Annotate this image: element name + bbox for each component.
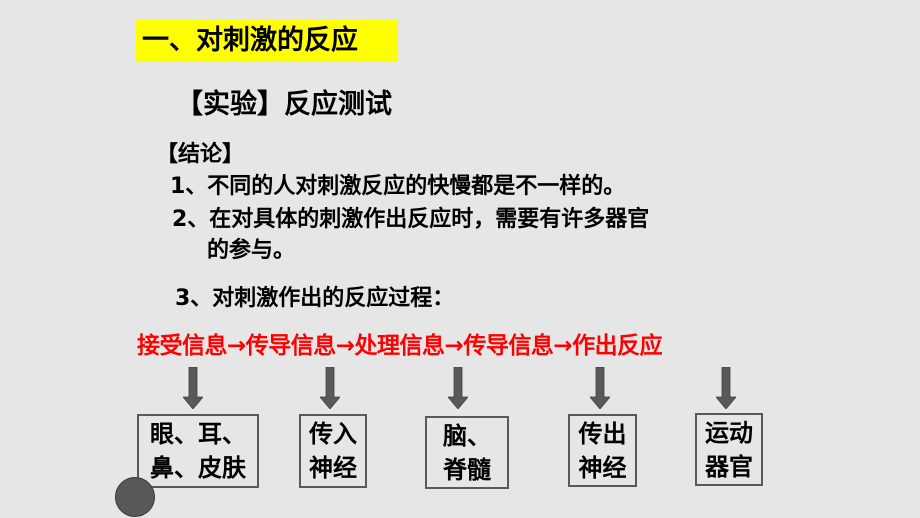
conclusion-label: 【结论】 [156,142,245,167]
down-arrow-icon [320,367,340,409]
box-brain-spinal-cord: 脑、 脊髓 [425,416,509,489]
box-line: 脊髓 [443,455,491,484]
down-arrow-icon [448,367,468,409]
down-arrow-icon [183,367,203,409]
slide-title: 一、对刺激的反应 [136,20,398,62]
box-line: 器官 [705,452,753,481]
down-arrow-icon [590,367,610,409]
box-efferent-nerve: 传出 神经 [568,414,637,487]
box-sense-organs: 眼、耳、 鼻、皮肤 [137,414,259,488]
box-line: 眼、耳、 [150,420,246,448]
box-motor-organ: 运动 器官 [695,413,763,486]
conclusion-item-3: 3、对刺激作出的反应过程： [175,286,455,311]
box-line: 神经 [309,454,357,482]
conclusion-item-1: 1、不同的人对刺激反应的快慢都是不一样的。 [170,174,626,199]
down-arrow-icon [716,367,736,409]
box-line: 传出 [578,419,627,448]
conclusion-item-2-cont: 的参与。 [207,238,296,263]
conclusion-item-2: 2、在对具体的刺激作出反应时，需要有许多器官 [172,207,650,232]
slide-nav-circle-button[interactable] [115,477,155,517]
box-line: 神经 [578,453,627,482]
box-line: 传入 [309,420,357,448]
box-line: 脑、 [443,421,491,450]
experiment-subtitle: 【实验】反应测试 [176,89,392,120]
box-line: 鼻、皮肤 [150,454,246,482]
process-flow: 接受信息→传导信息→处理信息→传导信息→作出反应 [137,333,663,359]
box-line: 运动 [705,418,753,447]
box-afferent-nerve: 传入 神经 [299,414,367,488]
